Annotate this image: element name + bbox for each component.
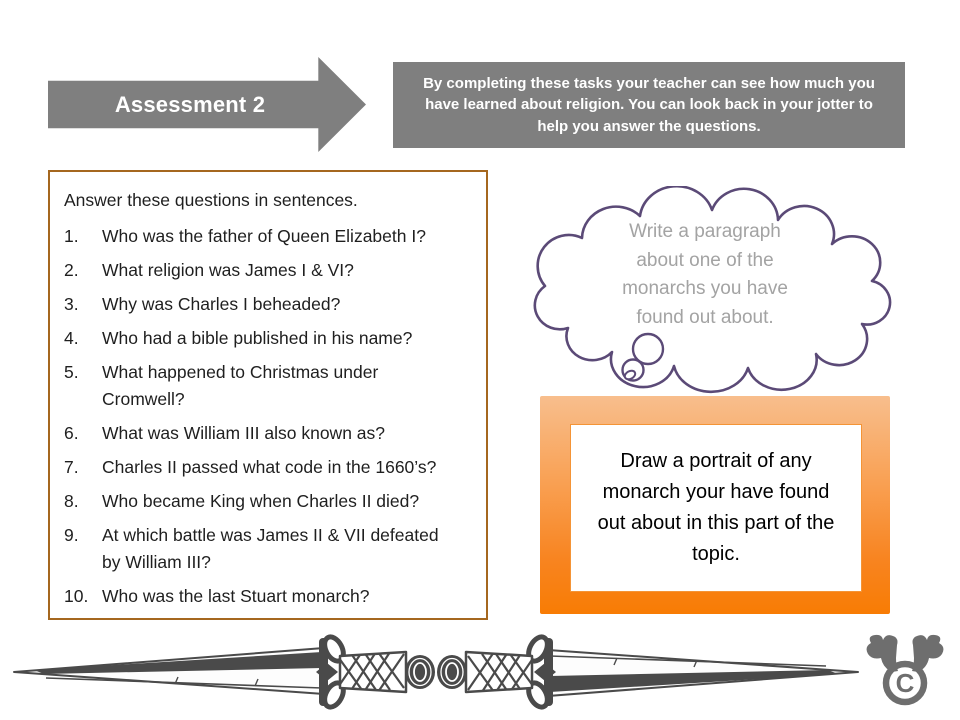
sword-left-icon — [13, 634, 435, 710]
portrait-text-line: out about in this part of the — [597, 512, 835, 534]
thought-bubble-text: Write a paragraph about one of the monar… — [605, 218, 805, 332]
question-item: 3. Why was Charles I beheaded? — [64, 291, 478, 318]
bubble-text-line: about one of the — [636, 249, 774, 271]
question-text: Who was the father of Queen Elizabeth I? — [102, 226, 426, 246]
question-text: Who was the last Stuart monarch? — [102, 586, 370, 606]
question-text: At which battle was James II & VII defea… — [102, 522, 478, 576]
title-arrow-shape: Assessment 2 — [48, 57, 366, 152]
question-item: 10. Who was the last Stuart monarch? — [64, 583, 478, 610]
bubble-text-line: monarchs you have — [622, 278, 788, 299]
question-text: Who became King when Charles II died? — [102, 491, 420, 511]
question-text: Why was Charles I beheaded? — [102, 294, 341, 314]
question-item: 5. What happened to Christmas under Crom… — [64, 359, 478, 413]
question-number: 3. — [64, 294, 79, 314]
teacher-instruction-box: By completing these tasks your teacher c… — [393, 62, 905, 148]
question-text-line: Cromwell? — [102, 389, 185, 409]
question-text: What religion was James I & VI? — [102, 260, 354, 280]
thought-bubble: Write a paragraph about one of the monar… — [520, 186, 900, 396]
question-number: 5. — [64, 362, 79, 382]
portrait-text-line: topic. — [692, 543, 740, 565]
question-item: 2. What religion was James I & VI? — [64, 257, 478, 284]
thought-bubble-icon — [533, 186, 892, 394]
question-number: 4. — [64, 328, 79, 348]
portrait-text-line: monarch your have found — [602, 481, 830, 503]
question-number: 8. — [64, 491, 79, 511]
sword-right-icon — [437, 634, 858, 710]
question-text-line: What happened to Christmas under — [102, 362, 379, 382]
antlered-copyright-logo-icon: C — [866, 634, 944, 706]
question-item: 9. At which battle was James II & VII de… — [64, 522, 478, 576]
portrait-task-box: Draw a portrait of any monarch your have… — [540, 396, 890, 614]
bubble-text-line: found out about. — [636, 306, 774, 328]
question-item: 7. Charles II passed what code in the 16… — [64, 454, 478, 481]
bubble-text-line: Write a paragraph — [629, 221, 781, 242]
question-item: 4. Who had a bible published in his name… — [64, 325, 478, 352]
question-number: 1. — [64, 226, 79, 246]
portrait-text-line: Draw a portrait of any — [620, 450, 812, 472]
question-number: 6. — [64, 423, 79, 443]
portrait-task-text: Draw a portrait of any monarch your have… — [570, 424, 862, 592]
question-number: 7. — [64, 457, 79, 477]
question-item: 6. What was William III also known as? — [64, 420, 478, 447]
slide-title: Assessment 2 — [114, 91, 266, 117]
question-text-line: At which battle was James II & VII defea… — [102, 525, 439, 545]
question-number: 10. — [64, 586, 89, 606]
questions-intro: Answer these questions in sentences. — [64, 190, 358, 210]
question-text-line: by William III? — [102, 552, 211, 572]
questions-box: Answer these questions in sentences. 1. … — [48, 170, 488, 620]
instruction-line: help you answer the questions. — [537, 117, 761, 135]
question-number: 2. — [64, 260, 79, 280]
question-text: Who had a bible published in his name? — [102, 328, 413, 348]
question-item: 8. Who became King when Charles II died? — [64, 488, 478, 515]
decorative-swords-row: C — [13, 630, 944, 718]
instruction-line: By completing these tasks your teacher c… — [423, 74, 875, 92]
question-text: Charles II passed what code in the 1660’… — [102, 457, 437, 477]
question-item: 1. Who was the father of Queen Elizabeth… — [64, 223, 478, 250]
instruction-line: have learned about religion. You can loo… — [425, 96, 873, 114]
logo-letter: C — [896, 668, 915, 698]
question-text: What happened to Christmas under Cromwel… — [102, 359, 478, 413]
question-text: What was William III also known as? — [102, 423, 386, 443]
question-number: 9. — [64, 525, 79, 545]
